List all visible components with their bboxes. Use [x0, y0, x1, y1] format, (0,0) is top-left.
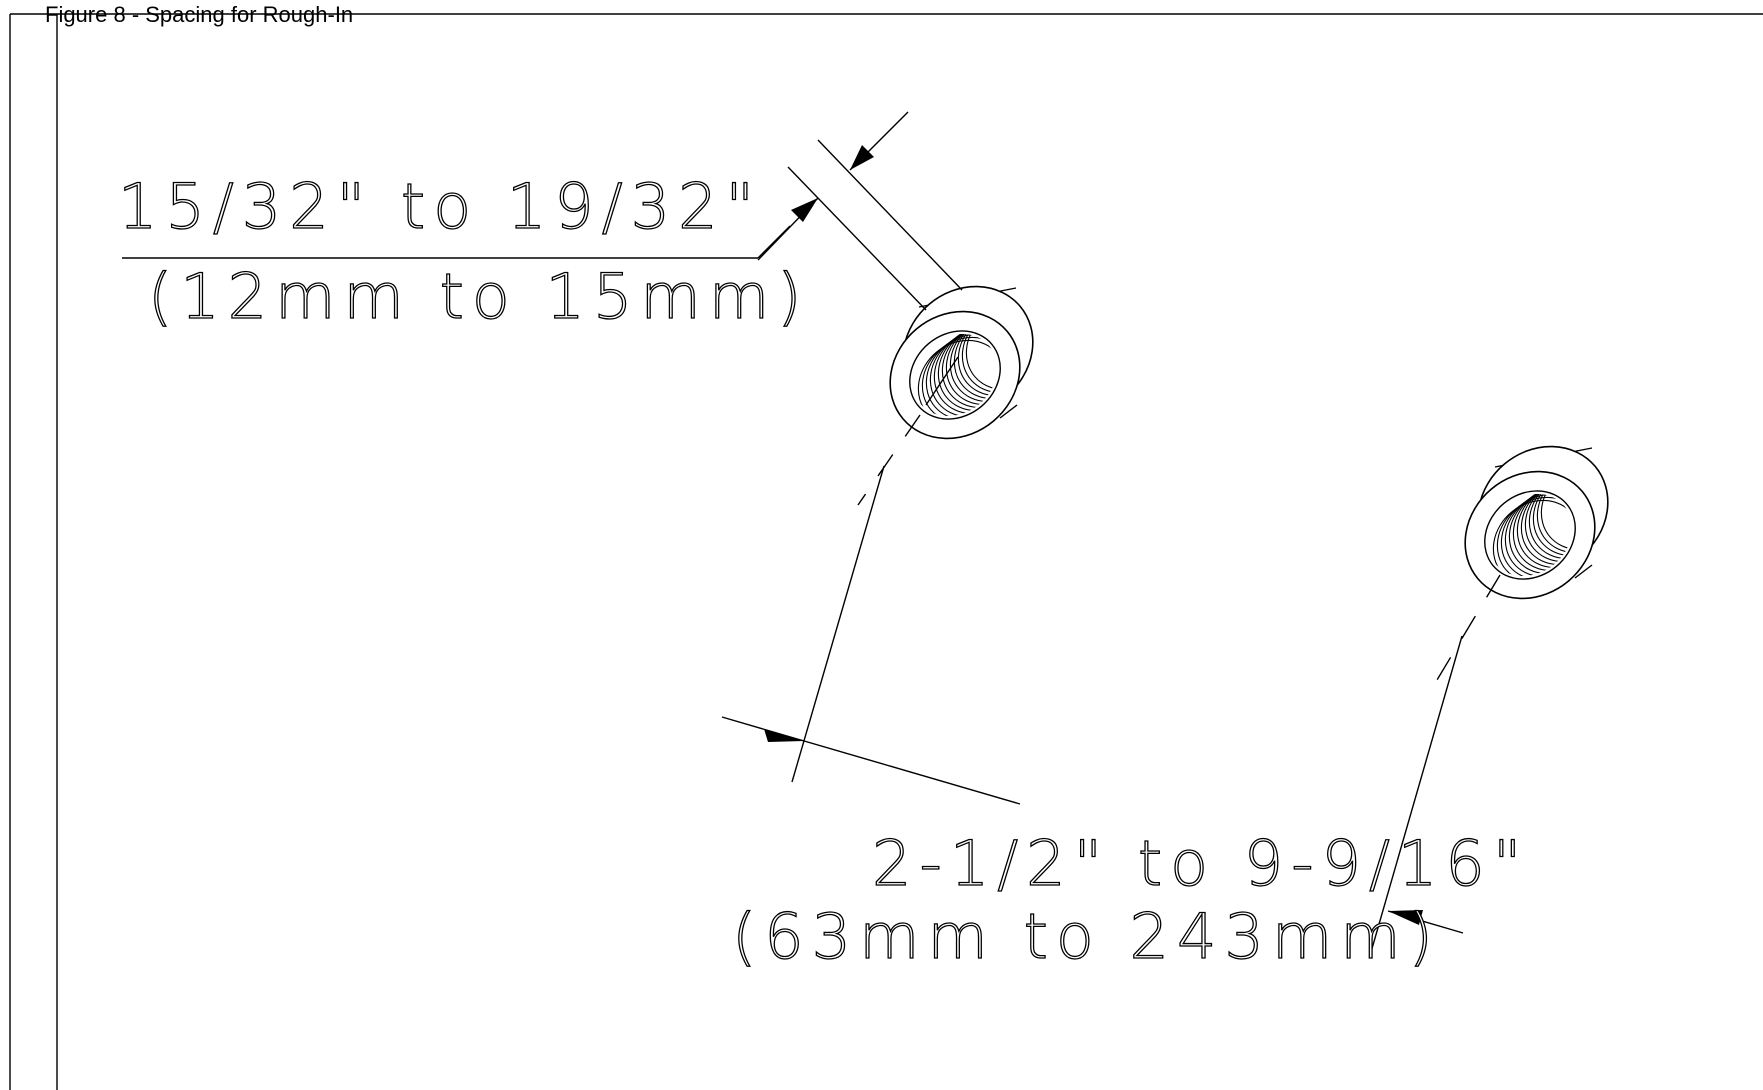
dimension-spacing: [721, 465, 1464, 953]
arrow-head: [850, 145, 874, 170]
dimension-wall-thickness: [122, 111, 963, 311]
arrow-head: [1388, 910, 1423, 925]
threaded-fitting-lower: [1464, 445, 1609, 600]
spacing-imperial: 2-1/2" to 9-9/16": [872, 827, 1529, 900]
arrow-head: [764, 729, 804, 742]
arrow-head: [791, 198, 818, 222]
threaded-fitting-upper: [889, 285, 1034, 440]
centerline-lower: [1436, 574, 1501, 681]
spacing-metric: (63mm to 243mm): [732, 900, 1441, 973]
drawing-frame: [9, 13, 1763, 1090]
centerline-upper: [857, 414, 921, 506]
wall-thickness-metric: (12mm to 15mm): [148, 260, 809, 333]
wall-thickness-imperial: 15/32" to 19/32": [118, 170, 762, 243]
